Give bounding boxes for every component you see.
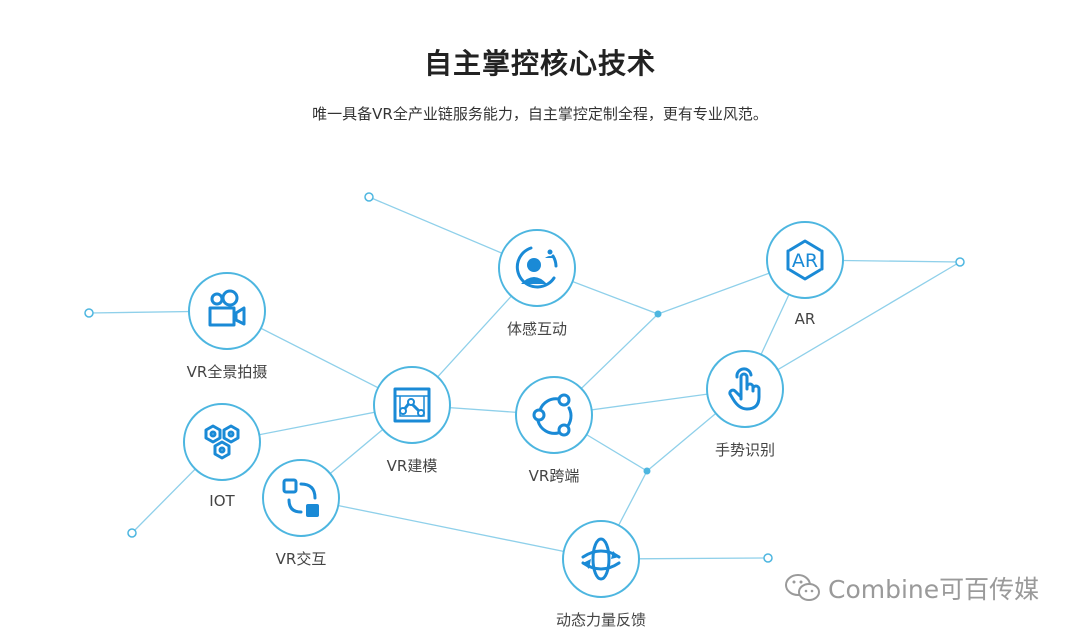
node-ring (766, 221, 844, 299)
connector-line (300, 497, 602, 560)
node-label: 动态力量反馈 (555, 611, 647, 629)
rotate-arrows-icon (581, 537, 621, 581)
node-body (498, 229, 576, 307)
share-network-icon (532, 393, 573, 437)
endpoint-marker (763, 553, 773, 563)
video-camera-icon (208, 289, 246, 327)
node-ring (262, 459, 340, 537)
endpoint-marker (127, 528, 137, 538)
node-iot (183, 403, 261, 481)
connector-line (744, 261, 961, 390)
node-label: 体感互动 (506, 320, 568, 338)
node-ring (562, 520, 640, 598)
node-label: VR建模 (386, 457, 438, 475)
endpoint-marker (364, 192, 374, 202)
ar-icon: AR (786, 239, 824, 281)
node-ring (515, 376, 593, 454)
node-label: VR跨端 (528, 467, 580, 485)
node-label: VR交互 (275, 550, 327, 568)
junction-dot (654, 310, 662, 318)
node-force (562, 520, 640, 598)
svg-text:AR: AR (792, 250, 818, 272)
watermark: Combine可百传媒 (784, 570, 1039, 606)
hexagon-cluster-icon (204, 424, 240, 460)
swap-squares-icon (282, 478, 319, 517)
watermark-text: Combine可百传媒 (828, 575, 1040, 604)
node-ar: AR (766, 221, 844, 299)
wechat-icon (785, 574, 820, 601)
node-ring (188, 272, 266, 350)
node-ring (706, 350, 784, 428)
junction-dot (643, 467, 651, 475)
user-motion-icon (515, 246, 558, 289)
node-model (373, 366, 451, 444)
node-pano (188, 272, 266, 350)
node-label: IOT (209, 492, 235, 510)
3d-model-icon (393, 387, 431, 423)
node-label: VR全景拍摄 (186, 363, 268, 381)
hand-pointer-icon (728, 367, 761, 411)
node-gesture (706, 350, 784, 428)
node-label: AR (794, 310, 816, 328)
node-label: 手势识别 (714, 441, 776, 459)
page-subtitle: 唯一具备VR全产业链服务能力，自主掌控定制全程，更有专业风范。 (312, 105, 768, 123)
node-interact (262, 459, 340, 537)
endpoint-marker (955, 257, 965, 267)
node-cross (515, 376, 593, 454)
endpoint-marker (84, 308, 94, 318)
page-title: 自主掌控核心技术 (423, 47, 656, 80)
